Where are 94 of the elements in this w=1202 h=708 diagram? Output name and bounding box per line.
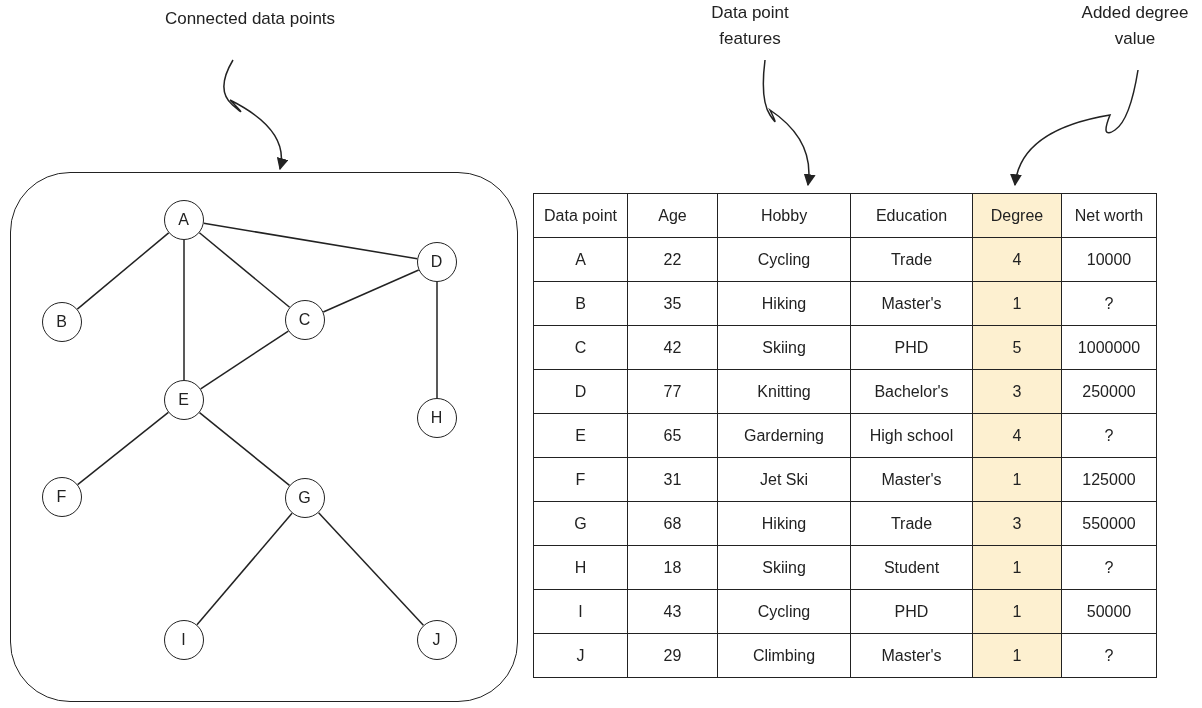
column-header: Education	[850, 193, 973, 238]
table-cell: 4	[972, 413, 1062, 458]
graph-node: C	[284, 299, 325, 340]
column-header: Data point	[533, 193, 628, 238]
table-cell: 65	[627, 413, 718, 458]
graph-node: D	[416, 241, 457, 282]
table-cell: 3	[972, 369, 1062, 414]
column-header: Age	[627, 193, 718, 238]
table-cell: 29	[627, 633, 718, 678]
table-cell: 68	[627, 501, 718, 546]
table-cell: Garderning	[717, 413, 851, 458]
table-cell: C	[533, 325, 628, 370]
table-cell: 31	[627, 457, 718, 502]
table-cell: Master's	[850, 633, 973, 678]
table-cell: J	[533, 633, 628, 678]
graph-edge	[196, 512, 293, 626]
table-cell: H	[533, 545, 628, 590]
graph-node: I	[163, 619, 204, 660]
callout-text: Data point features	[690, 0, 810, 52]
table-cell: D	[533, 369, 628, 414]
column-header: Degree	[972, 193, 1062, 238]
graph-node: F	[41, 476, 82, 517]
table-cell: Cycling	[717, 237, 851, 282]
table-cell: 42	[627, 325, 718, 370]
graph-edge	[76, 411, 170, 486]
table-cell: 35	[627, 281, 718, 326]
table-cell: ?	[1061, 545, 1157, 590]
callout-text: Added degree value	[1070, 0, 1200, 52]
table-cell: 1	[972, 633, 1062, 678]
table-cell: Master's	[850, 281, 973, 326]
column-header: Hobby	[717, 193, 851, 238]
table-cell: Skiing	[717, 325, 851, 370]
table-cell: Jet Ski	[717, 457, 851, 502]
leader-line	[223, 59, 288, 171]
table-cell: Trade	[850, 237, 973, 282]
callout-text: Connected data points	[150, 6, 350, 32]
graph-node: E	[163, 379, 204, 420]
table-cell: Climbing	[717, 633, 851, 678]
leader-line	[1010, 69, 1139, 187]
table-cell: 50000	[1061, 589, 1157, 634]
table-cell: ?	[1061, 413, 1157, 458]
table-cell: 3	[972, 501, 1062, 546]
table-cell: 125000	[1061, 457, 1157, 502]
table-cell: 18	[627, 545, 718, 590]
table-cell: 550000	[1061, 501, 1157, 546]
table-cell: 1	[972, 545, 1062, 590]
graph-node: G	[284, 477, 325, 518]
table-cell: 77	[627, 369, 718, 414]
table-cell: 5	[972, 325, 1062, 370]
table-cell: Bachelor's	[850, 369, 973, 414]
table-cell: 4	[972, 237, 1062, 282]
table-cell: PHD	[850, 589, 973, 634]
table-cell: B	[533, 281, 628, 326]
table-cell: E	[533, 413, 628, 458]
table-cell: Knitting	[717, 369, 851, 414]
table-cell: PHD	[850, 325, 973, 370]
table-cell: 250000	[1061, 369, 1157, 414]
table-cell: 1	[972, 589, 1062, 634]
graph-edge	[76, 232, 170, 310]
table-cell: Hiking	[717, 501, 851, 546]
table-cell: A	[533, 237, 628, 282]
table-cell: 10000	[1061, 237, 1157, 282]
table-cell: 43	[627, 589, 718, 634]
graph-node: J	[416, 619, 457, 660]
table-cell: ?	[1061, 281, 1157, 326]
column-header: Net worth	[1061, 193, 1157, 238]
graph-edge	[322, 269, 420, 313]
table-cell: Student	[850, 545, 973, 590]
table-cell: High school	[850, 413, 973, 458]
leader-line	[762, 59, 816, 187]
graph-edge	[199, 330, 290, 390]
table-cell: G	[533, 501, 628, 546]
table-cell: Cycling	[717, 589, 851, 634]
graph-edge	[198, 411, 291, 487]
graph-node: A	[163, 199, 204, 240]
table-cell: 1000000	[1061, 325, 1157, 370]
table-cell: Hiking	[717, 281, 851, 326]
table-cell: 22	[627, 237, 718, 282]
table-cell: F	[533, 457, 628, 502]
table-cell: Skiing	[717, 545, 851, 590]
graph-node: B	[41, 301, 82, 342]
graph-edge	[198, 232, 291, 308]
graph-edge	[183, 239, 185, 381]
table-cell: ?	[1061, 633, 1157, 678]
graph-panel	[10, 172, 518, 702]
graph-edge	[203, 222, 418, 260]
graph-node: H	[416, 397, 457, 438]
table-cell: Trade	[850, 501, 973, 546]
graph-edge	[436, 281, 438, 399]
graph-edge	[317, 511, 425, 627]
table-cell: 1	[972, 457, 1062, 502]
table-cell: 1	[972, 281, 1062, 326]
table-cell: Master's	[850, 457, 973, 502]
table-cell: I	[533, 589, 628, 634]
